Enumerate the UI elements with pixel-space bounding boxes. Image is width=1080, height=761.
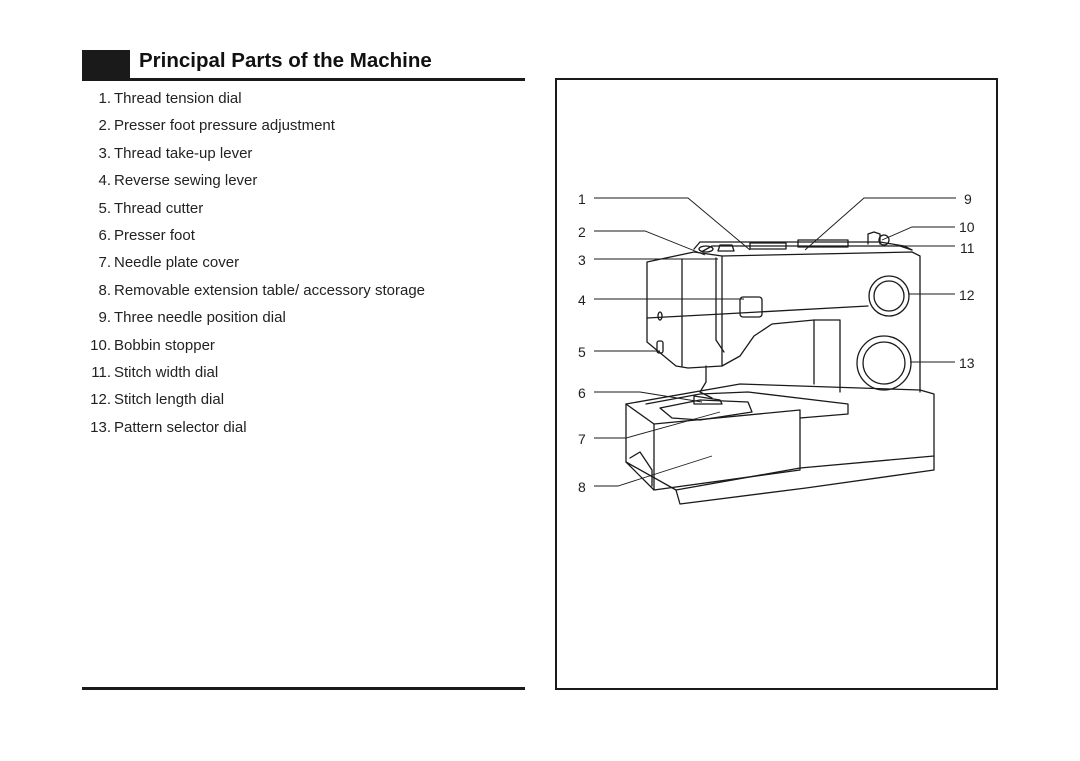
callout-number: 10 — [959, 219, 975, 235]
part-label: Thread take-up lever — [114, 144, 253, 162]
part-label: Needle plate cover — [114, 254, 240, 272]
machine-base — [625, 383, 935, 491]
bottom-divider — [82, 687, 525, 690]
part-number: 9. — [98, 309, 111, 327]
leader-line — [881, 226, 955, 241]
part-number: 3. — [98, 144, 111, 162]
part-label: Stitch length dial — [114, 391, 225, 409]
callout-number: 3 — [578, 252, 586, 268]
part-number: 5. — [98, 199, 111, 217]
list-item: 4.Reverse sewing lever — [82, 170, 425, 197]
tension-dial-top — [717, 244, 735, 252]
list-item: 12.Stitch length dial — [82, 389, 425, 416]
bobbin-stopper-knob — [878, 234, 890, 246]
callout-number: 12 — [959, 287, 975, 303]
list-item: 5.Thread cutter — [82, 198, 425, 225]
part-number: 8. — [98, 281, 111, 299]
part-label: Pattern selector dial — [114, 418, 247, 436]
part-label: Thread tension dial — [114, 90, 242, 107]
list-item: 11.Stitch width dial — [82, 362, 425, 389]
extension-table-front — [653, 409, 801, 491]
parts-list: 1.Thread tension dial 2.Presser foot pre… — [82, 88, 425, 444]
callout-number: 1 — [578, 191, 586, 207]
callout-numbers: 1 2 3 4 5 6 7 8 9 10 11 12 13 — [578, 191, 975, 495]
callout-number: 6 — [578, 385, 586, 401]
leader-line — [594, 391, 703, 403]
part-label: Presser foot pressure adjustment — [114, 117, 335, 135]
pattern-selector-dial-inner — [862, 341, 906, 385]
machine-top-edge — [702, 245, 913, 252]
arm-throat — [721, 319, 841, 393]
part-number: 4. — [98, 172, 111, 190]
pattern-selector-dial — [856, 335, 912, 391]
callout-number: 13 — [959, 355, 975, 371]
bed-surface — [645, 391, 849, 419]
callout-number: 4 — [578, 292, 586, 308]
thread-cutter — [656, 340, 664, 354]
title-marker-block — [82, 50, 130, 80]
list-item: 13.Pattern selector dial — [82, 417, 425, 444]
part-number: 10. — [90, 336, 111, 354]
stitch-length-dial — [868, 275, 910, 317]
base-foot — [675, 455, 935, 505]
leader-line — [594, 411, 721, 439]
callout-leader-lines — [594, 197, 956, 487]
part-label: Three needle position dial — [114, 309, 286, 327]
pressure-adjustment-knob — [698, 245, 714, 253]
head-screw — [657, 311, 663, 321]
needle-bar — [699, 365, 713, 399]
list-item: 7.Needle plate cover — [82, 252, 425, 279]
list-item: 9.Three needle position dial — [82, 307, 425, 334]
part-number: 13. — [90, 418, 111, 436]
callout-number: 2 — [578, 224, 586, 240]
part-label: Reverse sewing lever — [114, 172, 258, 190]
callout-number: 5 — [578, 344, 586, 360]
sewing-machine-illustration — [625, 231, 935, 505]
part-label: Bobbin stopper — [114, 336, 215, 354]
extension-table-side — [625, 461, 655, 491]
part-number: 1. — [98, 90, 111, 107]
part-number: 11. — [91, 363, 111, 381]
head-seam — [646, 313, 723, 319]
callout-number: 7 — [578, 431, 586, 447]
needle-plate — [659, 399, 753, 421]
part-number: 2. — [98, 117, 111, 135]
part-number: 7. — [98, 254, 111, 272]
spool-slot — [749, 242, 787, 250]
part-number: 12. — [90, 391, 111, 409]
list-item: 10.Bobbin stopper — [82, 335, 425, 362]
leader-line — [594, 197, 751, 251]
take-up-lever-slot — [715, 257, 725, 353]
arm-seam — [721, 305, 869, 315]
list-item: 2.Presser foot pressure adjustment — [82, 115, 425, 142]
leader-line — [594, 455, 713, 487]
list-item: 3.Thread take-up lever — [82, 143, 425, 170]
leader-line — [804, 197, 956, 251]
part-number: 6. — [98, 226, 111, 244]
part-label: Stitch width dial — [114, 363, 219, 381]
callout-number: 9 — [964, 191, 972, 207]
leader-line — [594, 230, 706, 256]
part-label: Presser foot — [114, 226, 195, 244]
figure-frame — [555, 78, 998, 690]
needle-position-dial — [797, 239, 849, 248]
part-label: Removable extension table/ accessory sto… — [114, 281, 426, 299]
stitch-length-dial-inner — [873, 280, 905, 312]
reverse-sewing-lever — [739, 296, 763, 318]
page-title: Principal Parts of the Machine — [139, 49, 432, 72]
callout-number: 8 — [578, 479, 586, 495]
list-item: 6.Presser foot — [82, 225, 425, 252]
list-item: 1.Thread tension dial — [82, 88, 425, 115]
callout-number: 11 — [960, 240, 975, 256]
title-divider — [82, 78, 525, 81]
extension-table-grip — [629, 451, 653, 487]
machine-arm-top — [721, 251, 921, 393]
list-item: 8.Removable extension table/ accessory s… — [82, 280, 425, 307]
part-label: Thread cutter — [114, 199, 204, 217]
